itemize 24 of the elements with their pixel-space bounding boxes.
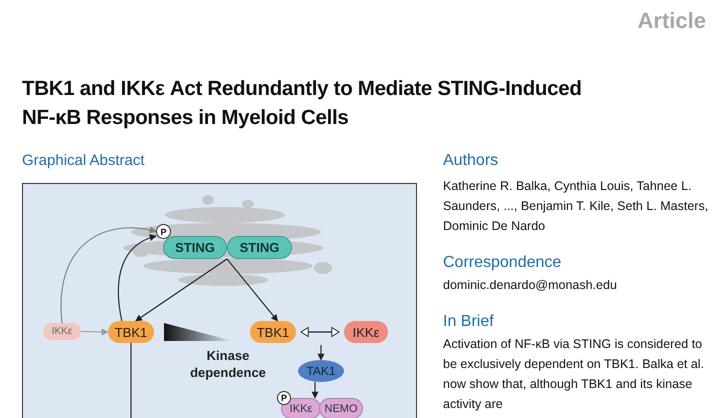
- article-type-label: Article: [638, 8, 706, 34]
- phospho-circle: P: [156, 224, 171, 239]
- arrow: [128, 343, 134, 418]
- section-heading: Authors: [443, 152, 498, 170]
- phospho-circle: P: [277, 391, 291, 405]
- section-heading: In Brief: [443, 313, 494, 331]
- arrow: [226, 258, 278, 322]
- email-address: dominic.denardo@monash.edu: [443, 277, 618, 294]
- summary-paragraph: Activation of NF-κB via STING is considered to be exclusively dependent on TBK1. Balka et al. now show that, although TBK1 and its kinase activity are: [443, 336, 706, 413]
- author-list: Katherine R. Balka, Cynthia Louis, Tahnee L. Saunders, ..., Benjamin T. Kile, Seth L. Masters, Dominic De Nardo: [443, 176, 713, 236]
- sting-protein: STING: [227, 236, 292, 259]
- sting-protein: STING: [163, 236, 227, 259]
- arrow: [312, 382, 319, 399]
- arrow: [300, 327, 340, 337]
- arrow: [118, 234, 157, 322]
- section-heading: Graphical Abstract: [22, 152, 145, 169]
- arrow: [135, 258, 228, 322]
- gradient-label: Kinase dependence: [189, 347, 267, 381]
- arrow: [81, 328, 109, 336]
- section-heading: Correspondence: [443, 254, 562, 272]
- protein-oval: TAK1: [298, 360, 344, 382]
- arrow: [60, 226, 157, 324]
- arrow: [318, 345, 324, 361]
- article-title: TBK1 and IKKε Act Redundantly to Mediate STING-Induced NF-κB Responses in Myeloid Cells: [22, 76, 582, 131]
